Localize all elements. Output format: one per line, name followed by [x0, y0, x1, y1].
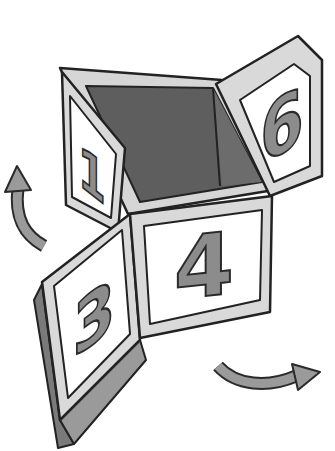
box-corner-line [213, 88, 220, 186]
panel-number: 6 [260, 75, 303, 176]
arrow-shaft-outline [17, 188, 44, 246]
panel-frame [62, 72, 125, 232]
panel-face [240, 64, 310, 182]
fold-panel: 6 [216, 36, 322, 196]
panel-number: 4 [174, 220, 234, 312]
panel-face [54, 230, 130, 398]
panel-frame [216, 36, 322, 196]
arrow-shaft [218, 366, 296, 383]
arrow-shaft-outline [218, 366, 296, 383]
rotate-arrow-left [5, 166, 44, 246]
arrow-head [292, 364, 320, 390]
rotate-arrow-right [218, 364, 320, 390]
panel-face [144, 210, 262, 324]
fold-panel: 1 [62, 72, 125, 232]
panel-frame [130, 196, 272, 338]
fold-panel: 4 [130, 196, 272, 338]
arrow-shaft [17, 188, 44, 246]
arrow-head [5, 166, 31, 192]
panel-face [70, 96, 116, 218]
fold-panel: 3 [42, 214, 140, 420]
panel-frame [42, 214, 140, 420]
